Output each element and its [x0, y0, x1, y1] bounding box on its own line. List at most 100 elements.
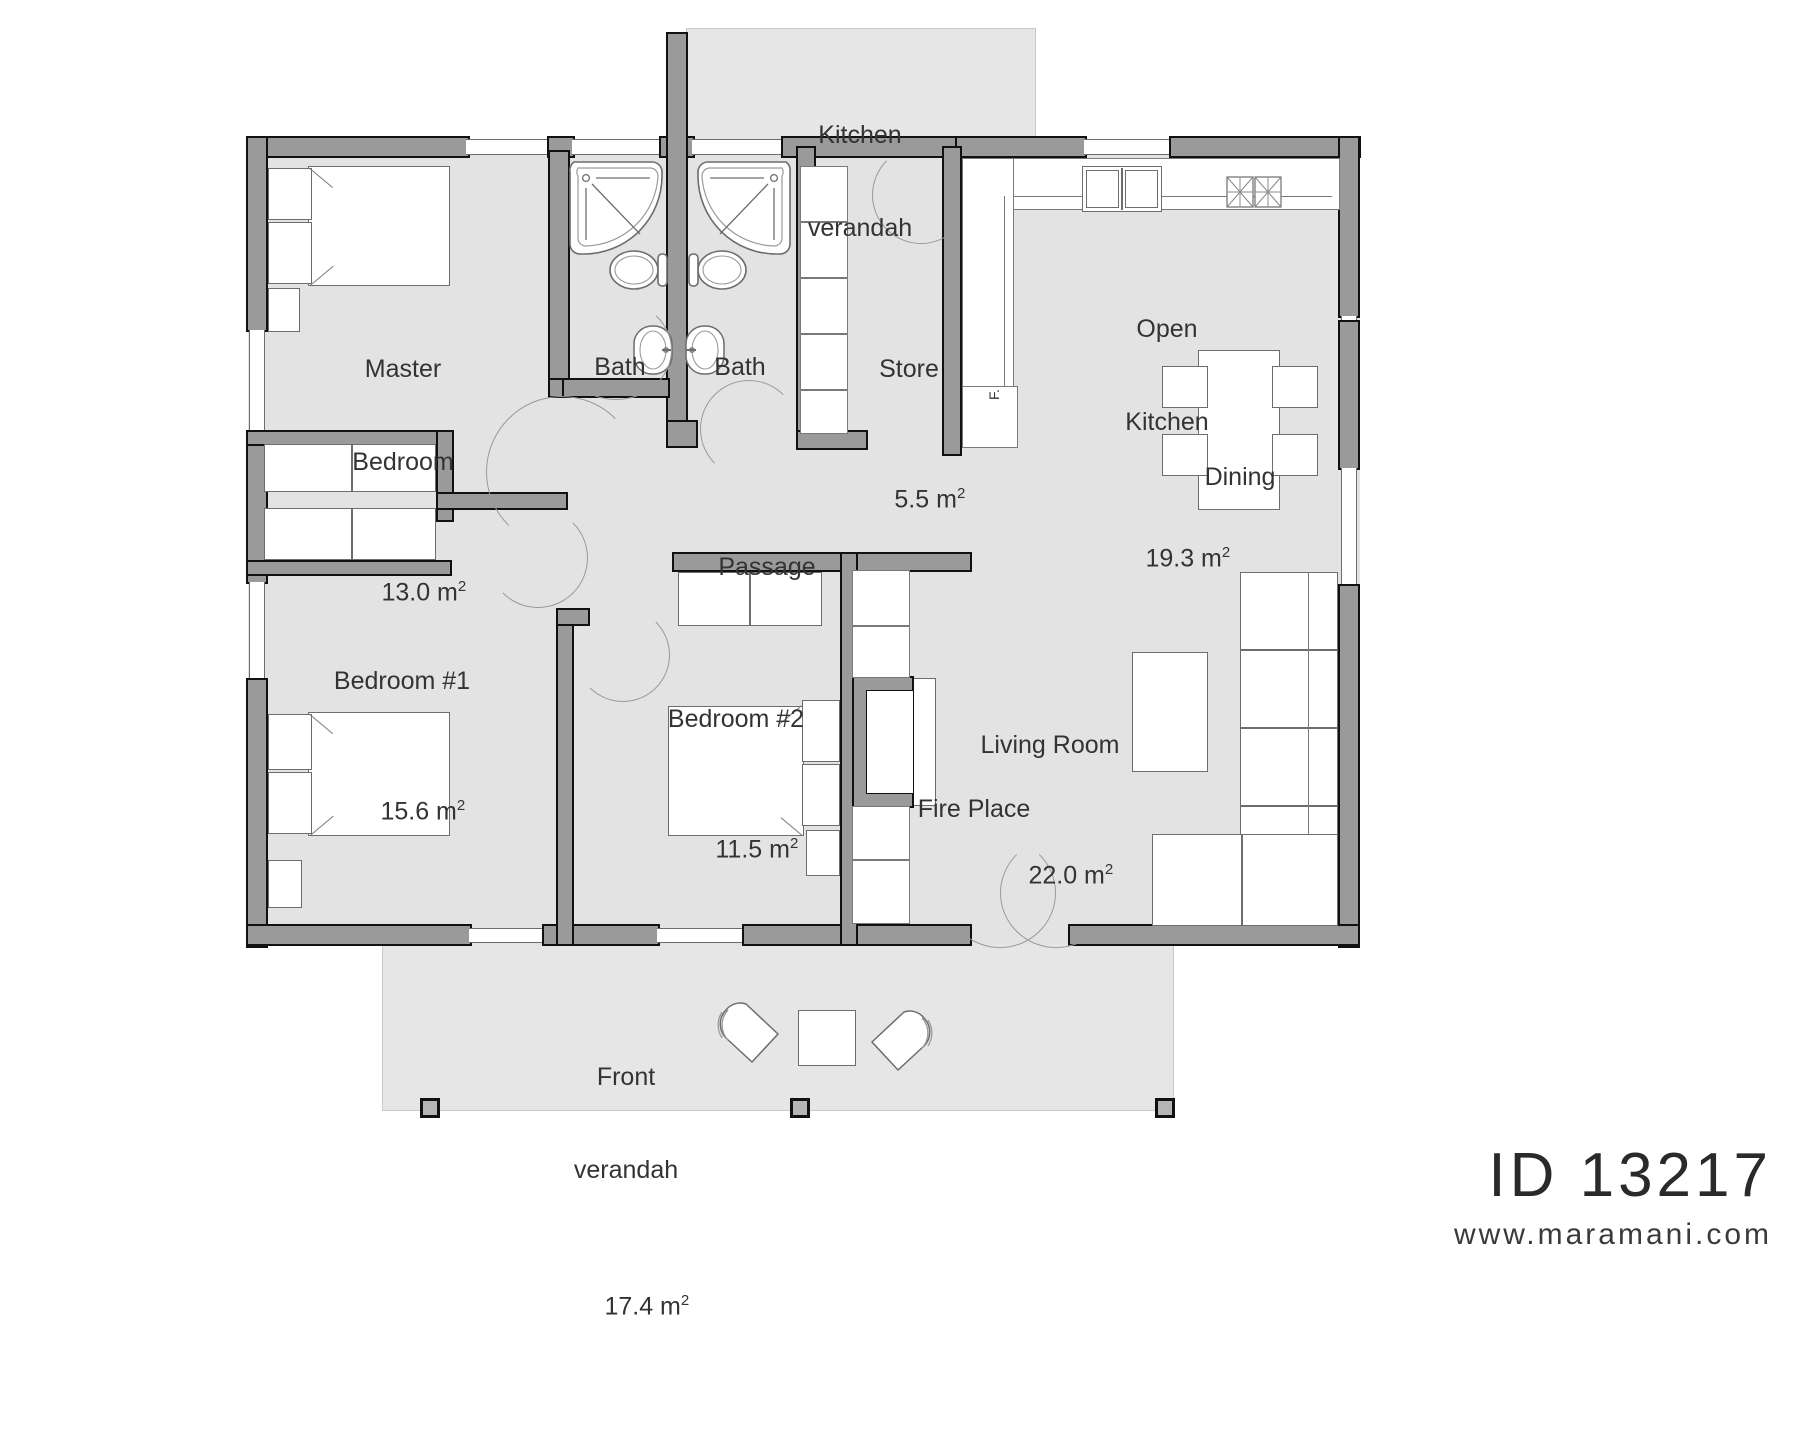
bedroom1-pillow-top — [268, 714, 312, 770]
store-shelf-3 — [800, 278, 848, 334]
wardrobe-bedroom1-a — [264, 508, 352, 560]
bedroom2-wardrobe-b — [750, 572, 822, 626]
exterior-wall-right-a — [1338, 136, 1360, 318]
label-front-verandah-l2: verandah — [573, 1156, 679, 1184]
label-passage: Passage — [652, 490, 882, 645]
exterior-wall-left-c — [246, 678, 268, 948]
door-swing-bedroom2 — [576, 608, 670, 702]
store-shelf-2 — [800, 222, 848, 278]
label-store-area: 5.5 m2 — [894, 485, 966, 514]
label-bedroom1-text: Bedroom #1 — [333, 667, 471, 695]
label-kitchen-verandah: Kitchen verandah — [740, 58, 980, 306]
bedroom1-nightstand — [268, 860, 302, 908]
refrigerator — [962, 386, 1018, 448]
label-kitchen-verandah-l2: verandah — [807, 214, 913, 242]
interior-wall-bedroom2-left — [556, 608, 574, 946]
exterior-wall-top-a — [248, 136, 470, 158]
dining-chair-left-bottom — [1162, 434, 1208, 476]
window-top-bath-right — [692, 139, 784, 155]
kitchen-sink-divider — [1121, 168, 1123, 210]
label-open-kitchen-l2: Kitchen — [1125, 408, 1209, 436]
verandah-armchair-right — [870, 1010, 933, 1072]
plan-website: www.maramani.com — [1453, 1218, 1772, 1251]
label-master-bedroom: Master Bedroom 13.0 m2 — [288, 292, 518, 701]
label-front-verandah-area: 17.4 m2 — [604, 1292, 690, 1321]
plan-id-title: ID 13217 — [1488, 1141, 1772, 1210]
label-store-text: Store — [879, 355, 939, 383]
window-left-bedroom1 — [249, 582, 265, 682]
label-bedroom2: Bedroom #2 11.5 m2 — [616, 642, 856, 958]
label-bedroom2-text: Bedroom #2 — [667, 705, 805, 733]
bedroom1-pillow-bottom — [268, 772, 312, 834]
exterior-wall-top-f — [1169, 136, 1361, 158]
label-kitchen-verandah-l1: Kitchen — [818, 121, 902, 149]
window-bottom-bedroom1 — [469, 928, 545, 943]
store-shelf-5 — [800, 390, 848, 434]
bath-right-fixtures — [697, 161, 791, 255]
label-master-bedroom-l1: Master — [364, 355, 442, 383]
bedroom2-nightstand — [806, 830, 840, 876]
interior-wall-bath-right-bottom — [666, 420, 698, 448]
window-left-master — [249, 330, 265, 436]
exterior-wall-right-b — [1338, 320, 1360, 470]
fireplace-opening — [866, 690, 914, 794]
verandah-armchair-left — [717, 1002, 780, 1064]
master-bed-pillow-top — [268, 168, 312, 220]
kitchen-counter-left — [962, 158, 1014, 418]
label-living-room: Living Room 22.0 m2 — [930, 668, 1170, 984]
label-front-verandah: Front verandah 17.4 m2 — [518, 1000, 734, 1415]
sofa-section-1 — [1240, 572, 1338, 650]
window-right-dining — [1341, 468, 1357, 586]
label-bedroom2-area: 11.5 m2 — [715, 835, 799, 864]
label-passage-text: Passage — [718, 553, 816, 581]
label-bath-right: Bath — [688, 290, 792, 445]
toilet-right — [688, 250, 747, 290]
sofa-section-5 — [1152, 834, 1242, 926]
store-shelf-1 — [800, 166, 848, 222]
dining-table — [1198, 350, 1280, 510]
wardrobe-master-a — [264, 444, 352, 492]
label-master-bedroom-area: 13.0 m2 — [381, 578, 467, 607]
kitchen-sink-bowl-right — [1125, 170, 1158, 208]
exterior-wall-bottom-a — [246, 924, 472, 946]
kitchen-counter-left-edge — [1004, 196, 1005, 418]
bedroom2-pillow-bottom — [802, 764, 840, 826]
dining-chair-right-bottom — [1272, 434, 1318, 476]
label-fire-place: Fire Place — [864, 732, 1084, 887]
living-cabinet-2 — [852, 626, 910, 678]
label-bath-right-text: Bath — [714, 353, 766, 381]
dining-chair-left-top — [1162, 366, 1208, 408]
door-swing-front-right — [1000, 838, 1112, 948]
living-cabinet-1 — [852, 570, 910, 626]
window-bottom-bedroom2 — [657, 928, 745, 943]
master-nightstand — [268, 288, 300, 332]
sofa-back-line — [1308, 572, 1309, 884]
hob-icon — [1226, 176, 1282, 208]
label-bedroom1: Bedroom #1 15.6 m2 — [280, 604, 524, 920]
exterior-wall-left-a — [246, 136, 268, 332]
label-fire-place-text: Fire Place — [917, 795, 1031, 823]
label-store: Store 5.5 m2 — [824, 292, 994, 608]
interior-wall-bedroom2-top — [672, 552, 972, 572]
verandah-column-center — [790, 1098, 810, 1118]
window-top-kitchen — [1084, 139, 1172, 155]
living-cabinet-3 — [852, 806, 910, 860]
wardrobe-bedroom1-b — [352, 508, 436, 560]
window-top-bath-left — [572, 139, 664, 155]
label-open-kitchen-l1: Open — [1136, 315, 1198, 343]
label-open-kitchen: Open Kitchen 19.3 m2 — [1062, 252, 1272, 667]
toilet-left — [609, 250, 668, 290]
label-bath-left: Bath — [568, 290, 672, 445]
kitchen-verandah-slab — [686, 28, 1036, 148]
label-master-bedroom-l2: Bedroom — [352, 448, 454, 476]
bath-left-fixtures — [569, 161, 663, 255]
sofa-section-6 — [1242, 834, 1338, 926]
bedroom2-bed — [668, 706, 804, 836]
living-cabinet-4 — [852, 860, 910, 924]
wardrobe-master-b — [352, 444, 436, 492]
bedroom2-wardrobe-a — [678, 572, 750, 626]
interior-wall-bedroom2-left-stub — [556, 608, 590, 626]
interior-wall-wardrobe-bottom — [246, 560, 452, 576]
master-bed-pillow-bottom — [268, 222, 312, 284]
